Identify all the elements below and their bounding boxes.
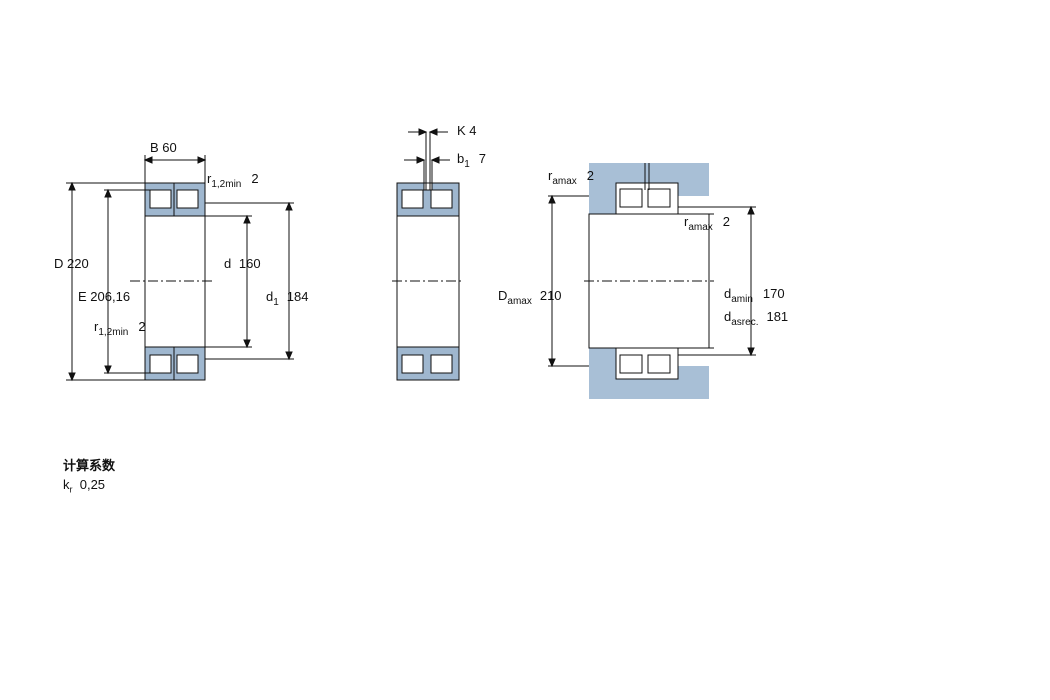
label-d: d 160	[224, 256, 261, 271]
label-K: K 4	[457, 123, 477, 138]
lubrication-groove	[423, 182, 433, 191]
bottom-roller-left	[149, 354, 172, 374]
bottom-roller-right	[176, 354, 199, 374]
calculation-factors: 计算系数 kr 0,25	[63, 456, 115, 500]
factors-title: 计算系数	[63, 458, 116, 473]
factor-kr: kr 0,25	[63, 477, 106, 495]
cross-section-view	[66, 155, 294, 382]
shaft-top-step	[589, 196, 616, 214]
label-da-rec: dasrec.181	[724, 309, 788, 328]
top-roller-right	[176, 189, 199, 209]
label-E: E 206,16	[78, 289, 130, 304]
shaft-bottom-step	[589, 348, 616, 366]
top-roller-left	[149, 189, 172, 209]
label-D: D 220	[54, 256, 89, 271]
groove-view	[392, 128, 464, 381]
abutment-view	[548, 163, 756, 399]
label-B: B 60	[150, 140, 177, 155]
